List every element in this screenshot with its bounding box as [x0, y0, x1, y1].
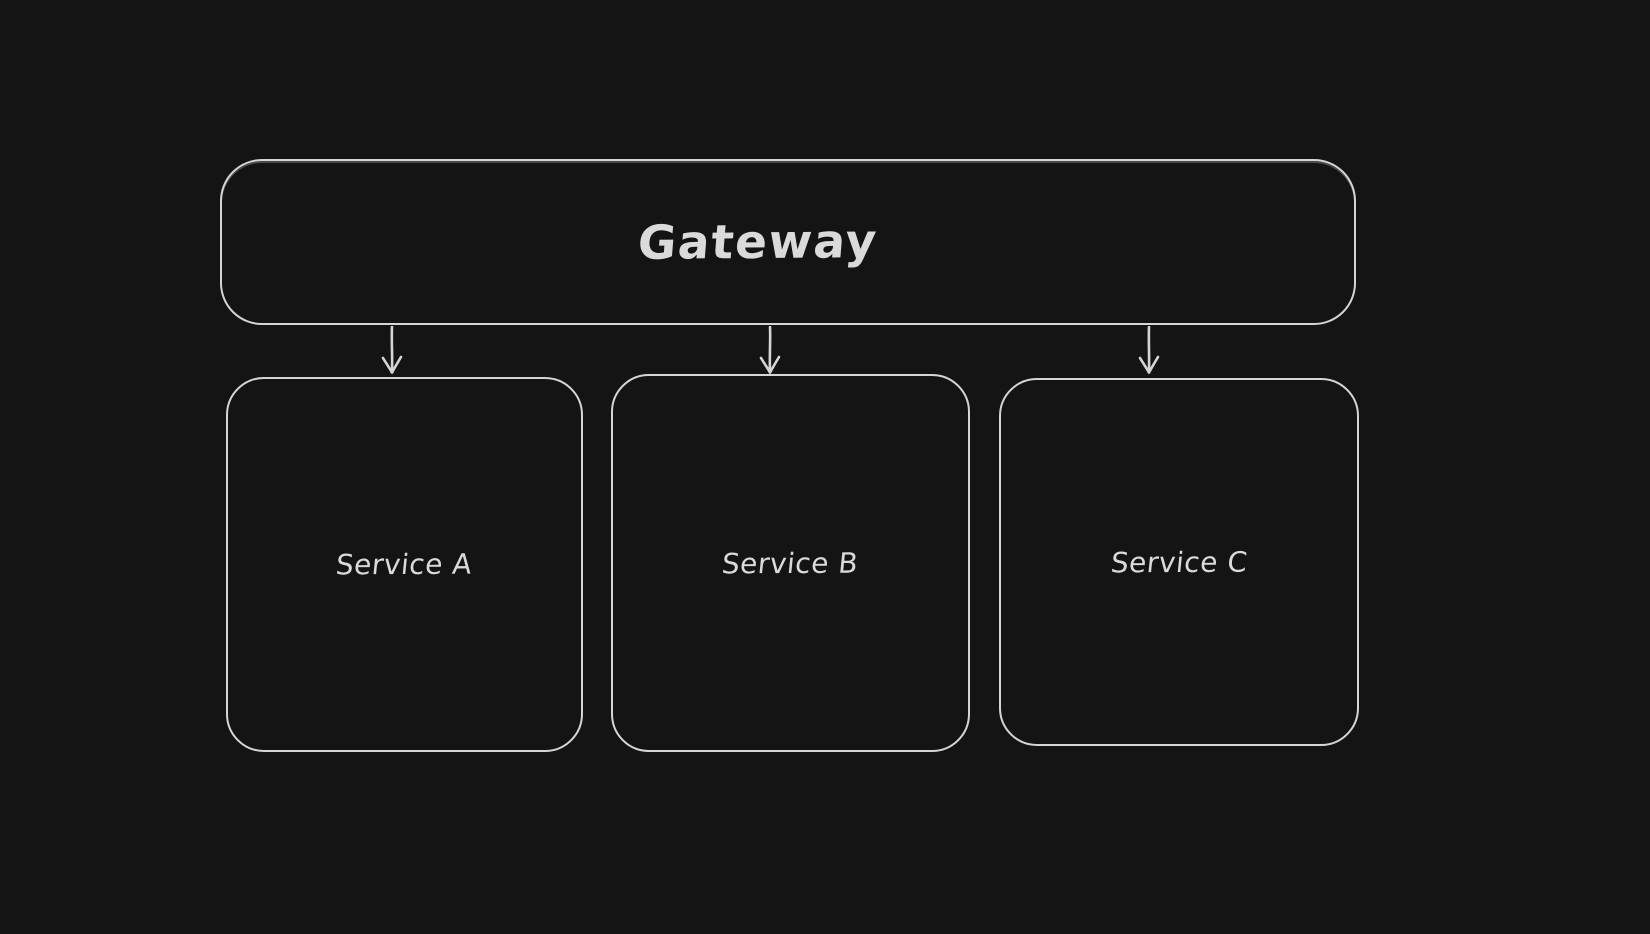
gateway-label: Gateway — [635, 213, 881, 271]
service-a-node[interactable]: Service A — [226, 377, 583, 752]
arrow-down-icon — [759, 326, 781, 374]
connector-gateway-to-service-b[interactable] — [754, 326, 786, 376]
connector-gateway-to-service-c[interactable] — [1133, 326, 1165, 376]
service-b-label: Service B — [720, 546, 861, 580]
gateway-node[interactable]: Gateway — [220, 159, 1356, 325]
arrow-down-icon — [381, 326, 403, 374]
arrow-down-icon — [1138, 326, 1160, 374]
connector-gateway-to-service-a[interactable] — [376, 326, 408, 376]
service-c-label: Service C — [1109, 545, 1249, 579]
service-b-node[interactable]: Service B — [611, 374, 970, 752]
service-c-node[interactable]: Service C — [999, 378, 1359, 746]
service-a-label: Service A — [334, 547, 475, 582]
